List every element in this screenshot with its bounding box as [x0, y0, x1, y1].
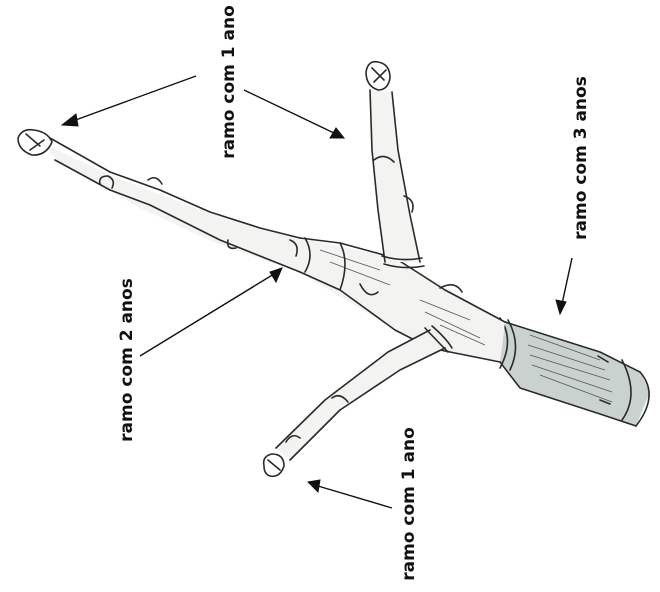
label-three-years: ramo com 3 anos [571, 76, 591, 240]
three-year-branch [500, 318, 650, 426]
arrow-to-lower-shoot [308, 480, 392, 508]
label-top-one-year: ramo com 1 ano [219, 5, 239, 159]
arrow-to-three-year-branch [556, 258, 572, 314]
lower-one-year-shoot [264, 326, 452, 476]
upper-one-year-shoot [366, 62, 424, 268]
arrow-to-upper-left-shoot [62, 76, 196, 126]
label-two-years: ramo com 2 anos [117, 278, 137, 442]
arrow-to-upper-shoot [244, 90, 344, 138]
label-bottom-one-year: ramo com 1 ano [399, 427, 419, 581]
arrow-to-two-year-section [140, 268, 282, 356]
upper-left-one-year-shoot [18, 130, 300, 272]
